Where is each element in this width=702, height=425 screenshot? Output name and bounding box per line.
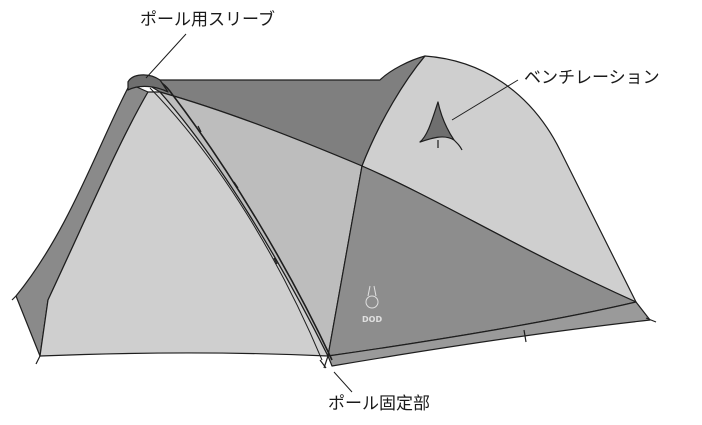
pole-clip <box>197 125 202 133</box>
pole-fixing-point <box>319 355 329 369</box>
label-ventilation: ベンチレーション <box>524 68 660 88</box>
ventilation-flap <box>419 101 455 143</box>
pole-line <box>149 87 323 361</box>
ventilation-strut <box>437 139 463 151</box>
label-pole-fixing-point: ポール固定部 <box>328 394 430 414</box>
stake-front <box>523 329 527 343</box>
rabbit-logo <box>365 285 379 309</box>
leader-pole-sleeve <box>145 33 187 79</box>
pole-clip <box>273 257 278 265</box>
pole-sleeve-band <box>127 74 169 93</box>
label-pole-sleeve: ポール用スリーブ <box>140 10 275 30</box>
leader-ventilation <box>451 79 519 121</box>
stake-back <box>11 295 17 301</box>
stake-right <box>645 317 657 323</box>
pole-clip <box>233 181 239 189</box>
stake-left <box>35 355 41 365</box>
leader-pole-fixing <box>333 371 353 393</box>
logo-text: DOD <box>362 315 382 324</box>
